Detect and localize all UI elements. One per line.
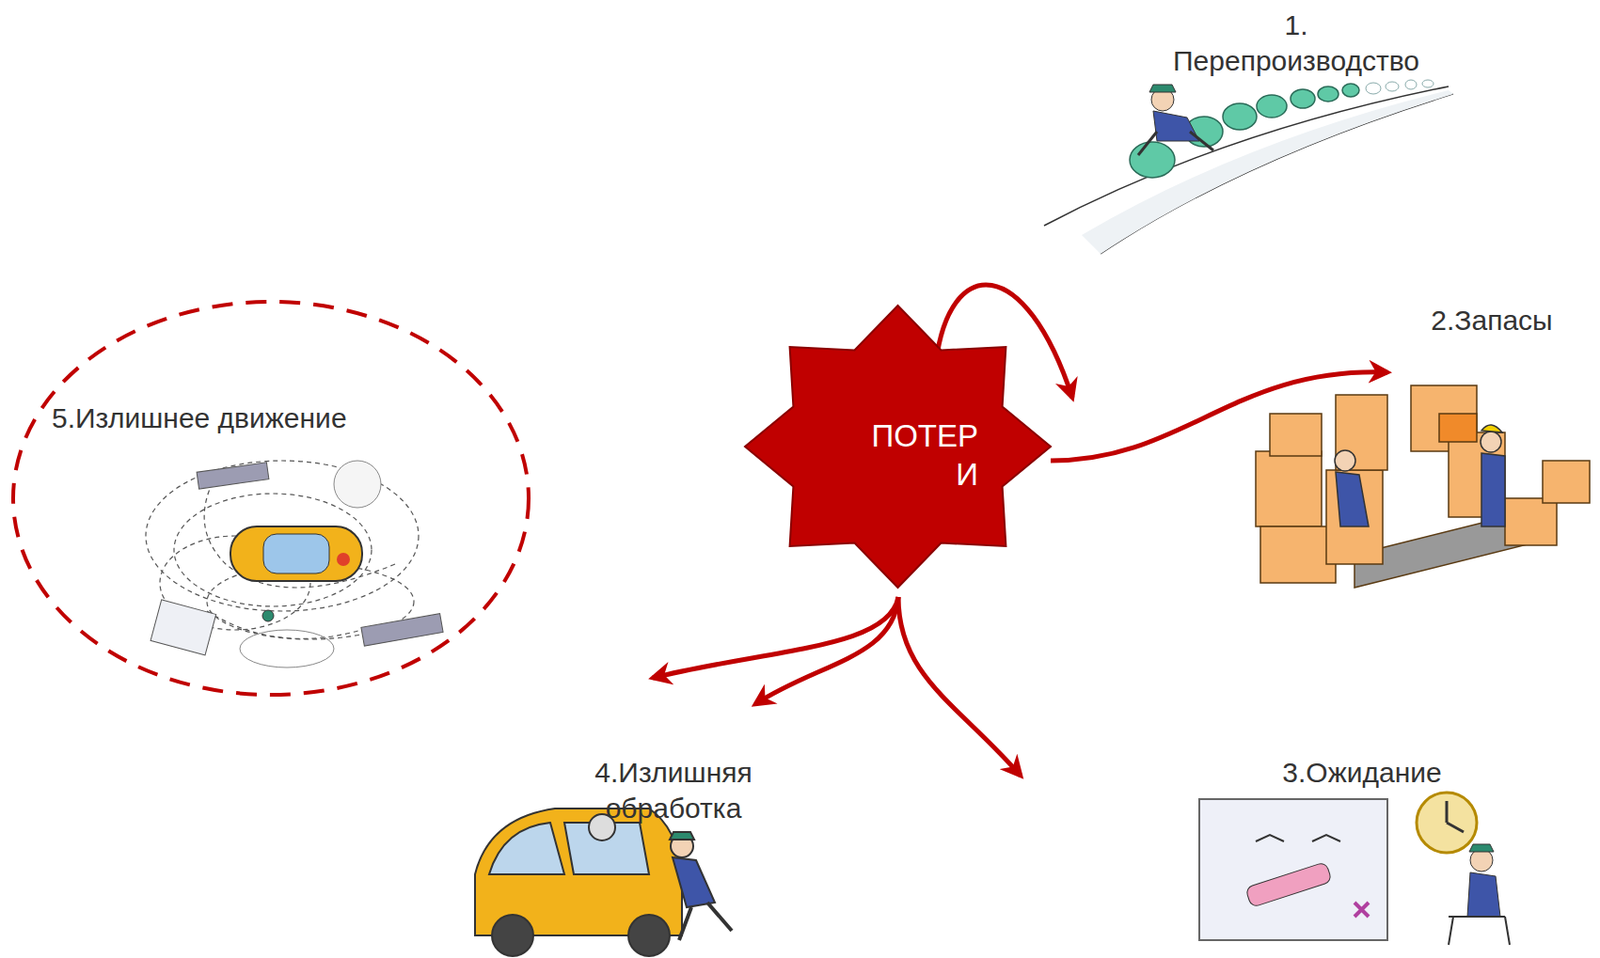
loss-star: ПОТЕР И (744, 305, 1051, 588)
waste-label: 4.Излишняя обработка (588, 755, 759, 826)
loss-arrows (652, 285, 1388, 777)
inventory-picture (1255, 385, 1590, 588)
motion-picture (145, 460, 444, 668)
arrow (1050, 372, 1388, 461)
waste-label: 1. Перепроизводство (1159, 7, 1433, 79)
arrow (652, 597, 899, 679)
overprocessing-picture (475, 808, 732, 957)
star-outline (744, 305, 1051, 588)
arrow (898, 597, 1021, 777)
node-text: 5.Излишнее движение (51, 402, 348, 435)
ellipse-outline (13, 301, 529, 696)
overproduction-picture (1044, 79, 1454, 254)
waste-label: 2.Запасы (1397, 302, 1586, 339)
dashed-region: 5.Излишнее движение (10, 299, 532, 698)
dashed-ellipse (10, 299, 532, 698)
arrow (755, 597, 899, 705)
waiting-picture (1199, 792, 1510, 946)
node-text: ПОТЕР И (867, 416, 979, 495)
waste-label: 3.Ожидание (1249, 755, 1475, 792)
